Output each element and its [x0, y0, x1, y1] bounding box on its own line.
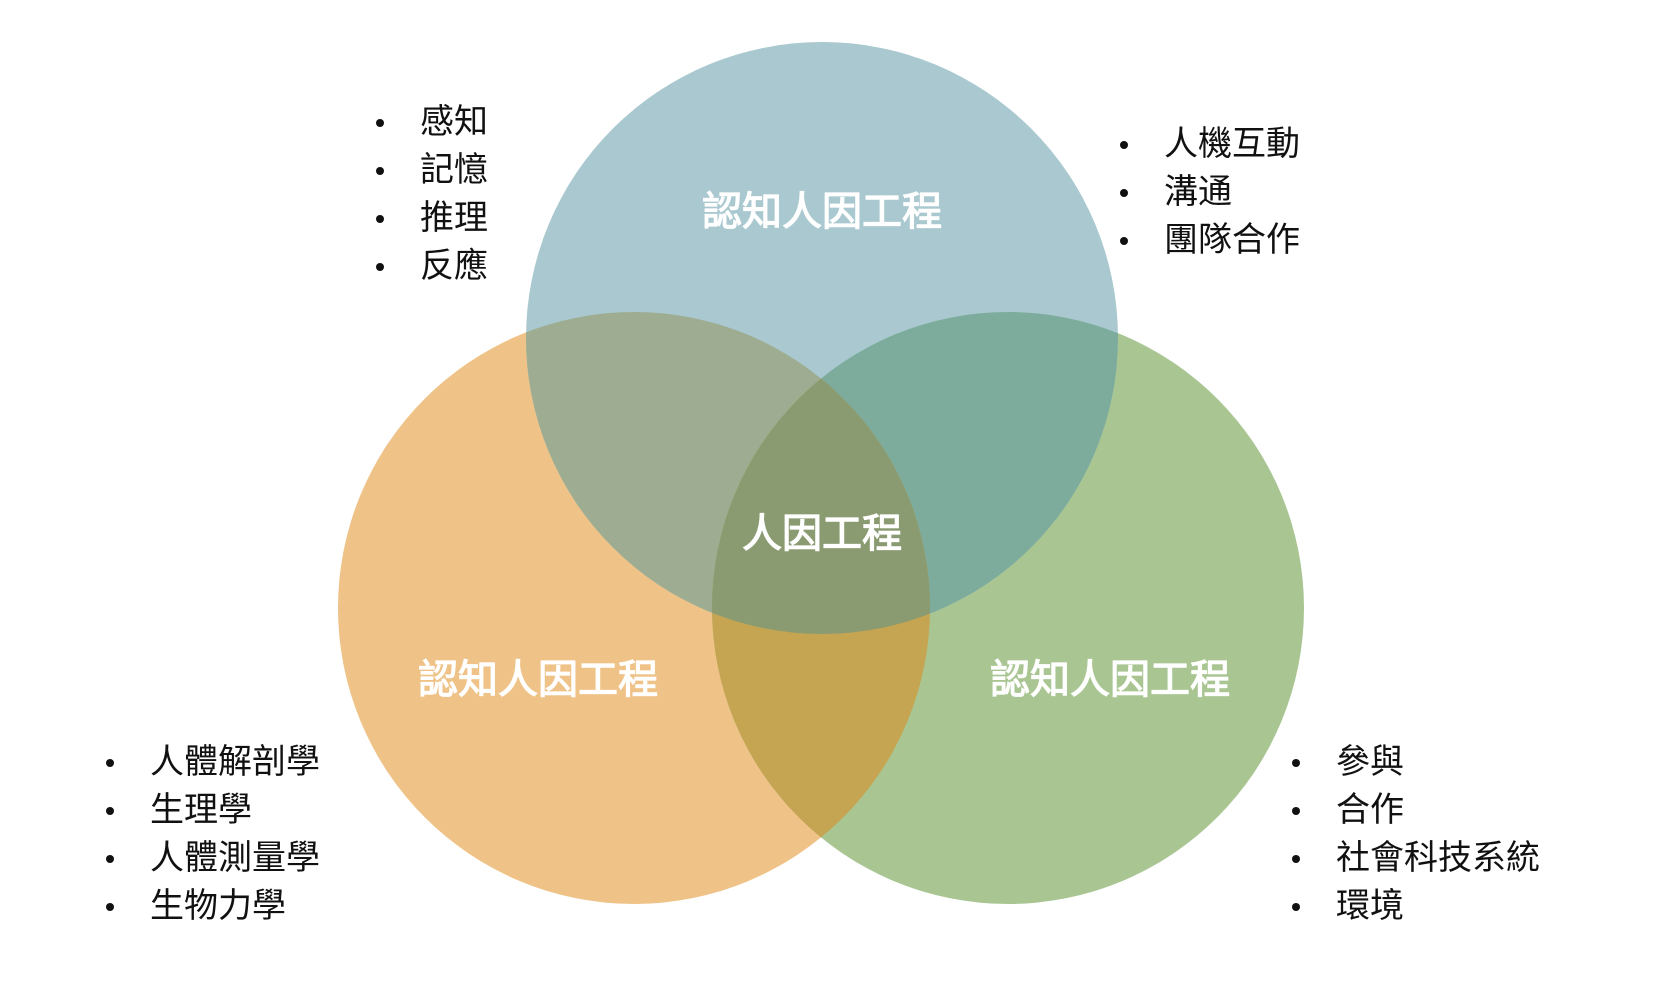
list-item: 推理 [370, 194, 488, 242]
list-item: 環境 [1286, 882, 1540, 930]
center-label: 人因工程 [742, 511, 902, 557]
list-item: 團隊合作 [1114, 216, 1300, 264]
list-item: 生物力學 [100, 882, 320, 930]
list-item: 人體測量學 [100, 834, 320, 882]
circle-left-label: 認知人因工程 [418, 657, 658, 703]
list-item: 記憶 [370, 146, 488, 194]
list-item: 社會科技系統 [1286, 834, 1540, 882]
list-item: 人機互動 [1114, 120, 1300, 168]
list-item: 溝通 [1114, 168, 1300, 216]
list-top-left: 感知 記憶 推理 反應 [370, 98, 488, 290]
list-item: 生理學 [100, 786, 320, 834]
list-item: 合作 [1286, 786, 1540, 834]
circle-top-label: 認知人因工程 [702, 189, 942, 235]
list-item: 反應 [370, 242, 488, 290]
list-item: 人體解剖學 [100, 738, 320, 786]
list-bottom-left: 人體解剖學 生理學 人體測量學 生物力學 [100, 738, 320, 930]
list-item: 參與 [1286, 738, 1540, 786]
list-bottom-right: 參與 合作 社會科技系統 環境 [1286, 738, 1540, 930]
list-item: 感知 [370, 98, 488, 146]
overlap-center [712, 312, 930, 634]
circle-right-label: 認知人因工程 [990, 657, 1230, 703]
list-top-right: 人機互動 溝通 團隊合作 [1114, 120, 1300, 264]
